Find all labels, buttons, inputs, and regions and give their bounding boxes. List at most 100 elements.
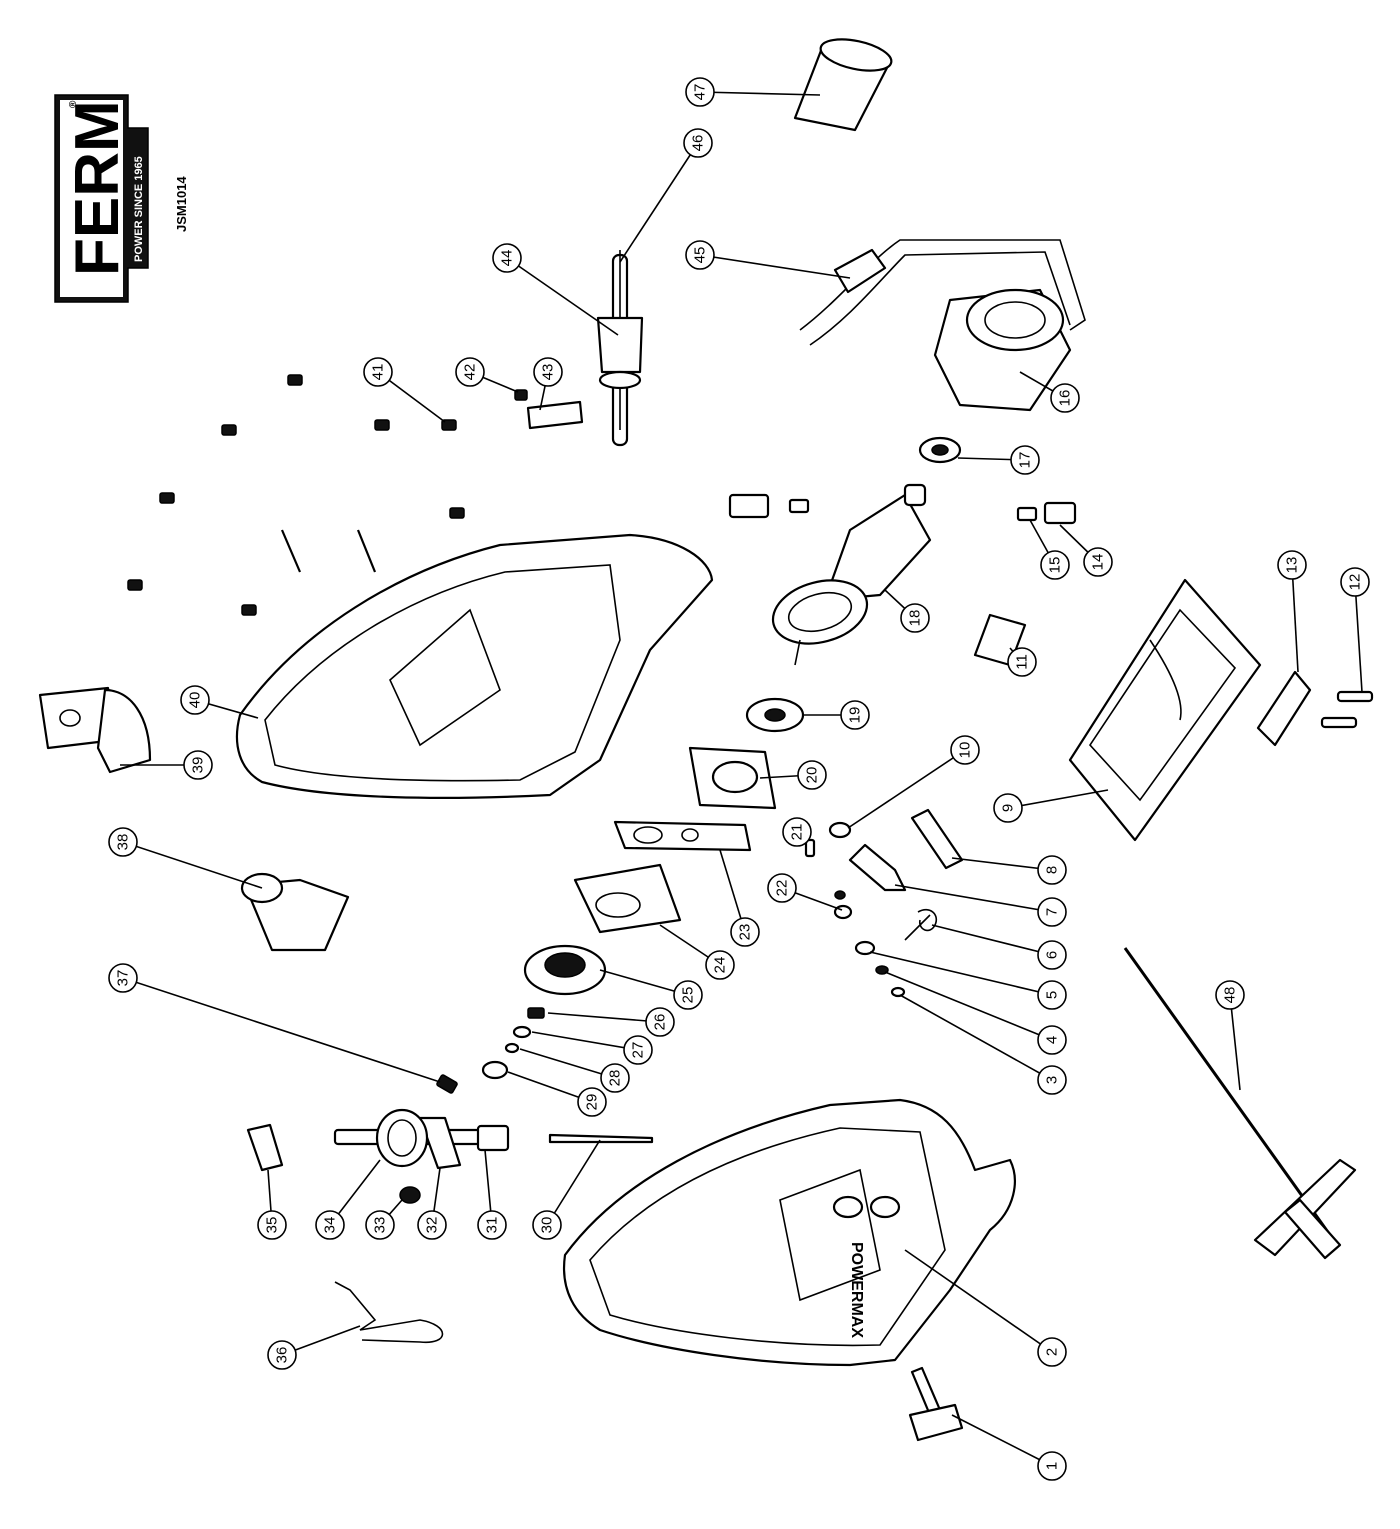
part-47-dust-adapter [793,38,893,132]
callout-bubble-22 [767,873,797,903]
callout-5: 5 [869,951,1067,1010]
housing-brand-text: POWERMAX [848,1242,865,1338]
part-30-saw-blade [548,1133,654,1144]
callout-11: 11 [1007,647,1037,677]
callout-24: 24 [659,924,735,980]
callout-bubble-39 [183,750,213,780]
part-25-gear [523,944,607,996]
callout-46: 46 [619,128,713,263]
callout-number-44: 44 [499,250,516,267]
callout-leader-45 [699,254,851,279]
part-20-gear-box [688,746,777,810]
callout-bubble-21 [782,817,812,847]
callout-leader-25 [599,969,689,996]
callout-number-7: 7 [1044,908,1061,916]
part-40-left-housing [235,533,714,799]
callout-number-38: 38 [115,834,132,851]
part-12-screws [1320,690,1374,729]
callout-bubble-5 [1037,980,1067,1010]
callout-leader-7 [894,884,1053,913]
callout-bubble-42 [455,357,485,387]
callout-15: 15 [1029,519,1070,580]
callout-bubble-36 [267,1340,297,1370]
callout-36: 36 [267,1325,361,1370]
callout-bubble-12 [1340,567,1370,597]
part-35-capacitor [246,1123,284,1172]
callout-number-27: 27 [630,1042,647,1059]
callout-38: 38 [108,827,263,889]
callout-number-3: 3 [1044,1076,1061,1084]
callout-bubble-2 [1037,1337,1067,1367]
part-10-washer [828,821,852,839]
part-15-carbon-brush [1016,506,1038,522]
callout-bubble-28 [600,1063,630,1093]
callout-leader-1 [951,1414,1053,1467]
callout-31: 31 [477,1149,507,1240]
part-44-cable-sleeve [596,316,644,390]
logo-text: FERM [63,100,132,276]
callout-leader-6 [931,924,1053,956]
callout-number-19: 19 [847,707,864,724]
callout-leader-48 [1229,994,1241,1091]
part-29-bearing [481,1060,509,1080]
part-9-base-plate [1068,578,1262,842]
callout-number-29: 29 [584,1094,601,1111]
ferm-logo: FERM ® POWER SINCE 1965 JSM1014 [54,94,189,303]
callout-bubble-14 [1083,547,1113,577]
callout-leader-10 [847,749,966,829]
callout-number-47: 47 [692,84,709,101]
callout-33: 33 [365,1199,403,1240]
part-22-washer [833,890,853,920]
callout-number-26: 26 [652,1014,669,1031]
part-32-blade-holder [418,1116,462,1170]
part-17-bearing [918,436,962,464]
callout-6: 6 [931,924,1067,970]
callout-number-15: 15 [1047,557,1064,574]
callout-number-41: 41 [370,364,387,381]
callout-bubble-37 [108,963,138,993]
callout-leader-26 [547,1012,661,1023]
callout-bubble-41 [363,357,393,387]
callout-10: 10 [847,735,980,829]
callout-bubble-18 [900,603,930,633]
callout-bubble-34 [315,1210,345,1240]
callout-34: 34 [315,1159,381,1240]
callout-leader-47 [699,91,821,96]
part-brush-holder-left [728,493,810,519]
callout-bubble-19 [840,700,870,730]
part-18-armature [771,483,932,666]
callout-4: 4 [884,971,1067,1055]
callout-35: 35 [257,1169,287,1240]
part-24-balance-plate [573,863,682,934]
part-6-spring [904,908,937,941]
callout-number-6: 6 [1044,951,1061,959]
callout-number-46: 46 [690,135,707,152]
callout-bubble-7 [1037,897,1067,927]
callout-number-40: 40 [187,692,204,709]
callout-bubble-6 [1037,940,1067,970]
callout-number-32: 32 [424,1217,441,1234]
callout-bubble-45 [685,240,715,270]
callout-bubble-8 [1037,855,1067,885]
callout-bubble-10 [950,735,980,765]
callout-number-25: 25 [680,987,697,1004]
callout-25: 25 [599,969,703,1010]
callout-bubble-24 [705,950,735,980]
callout-number-4: 4 [1044,1036,1061,1044]
callout-bubble-33 [365,1210,395,1240]
callout-bubble-25 [673,980,703,1010]
part-42-screw [514,389,528,401]
callout-leader-8 [951,857,1053,871]
callout-number-13: 13 [1284,557,1301,574]
part-43-cable-clamp [526,400,584,430]
callout-3: 3 [899,994,1067,1095]
callout-number-18: 18 [907,610,924,627]
callout-47: 47 [685,77,821,107]
callout-41: 41 [363,357,446,423]
callout-bubble-3 [1037,1065,1067,1095]
model-number: JSM1014 [174,176,189,232]
callout-leader-2 [904,1249,1053,1353]
callout-number-36: 36 [274,1347,291,1364]
callout-number-31: 31 [484,1217,501,1234]
callout-bubble-30 [532,1210,562,1240]
